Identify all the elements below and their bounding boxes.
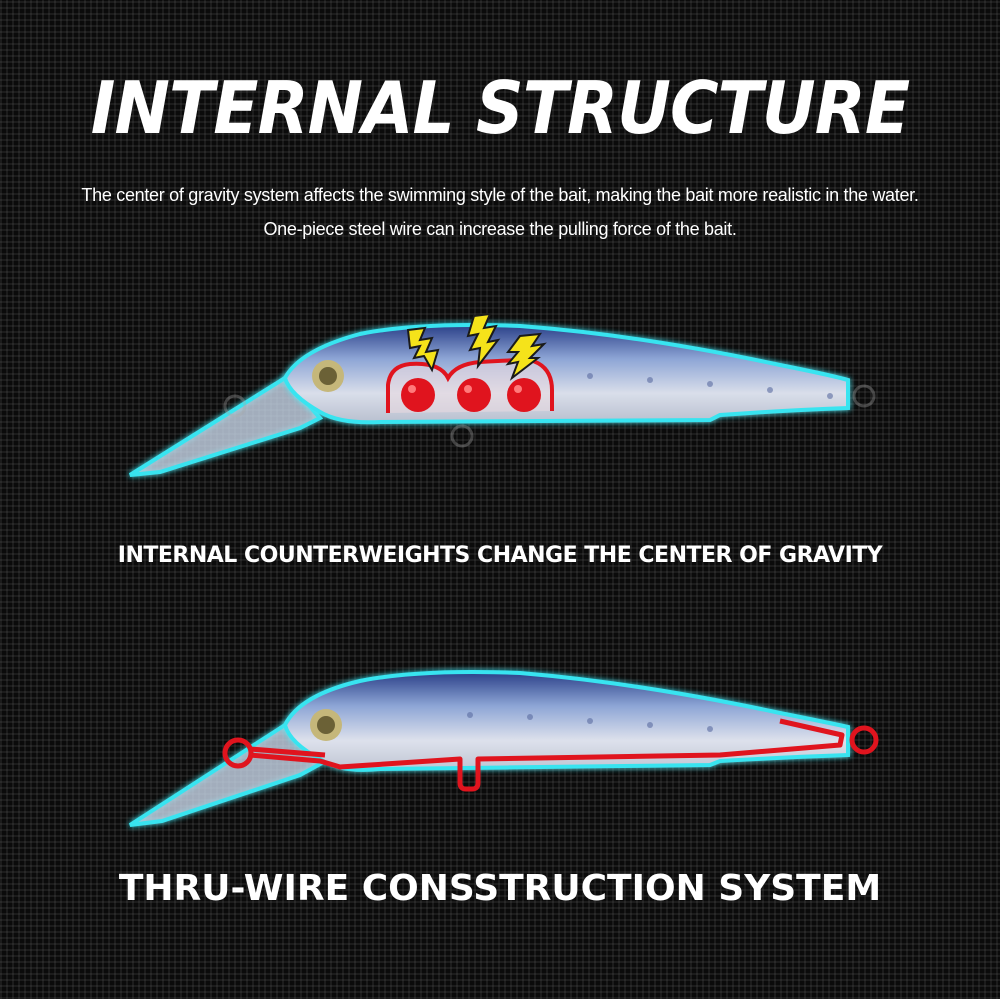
lightning-icon — [466, 312, 501, 370]
thru-wire — [249, 718, 845, 792]
lightning-icon — [505, 332, 547, 381]
lightning-icon — [406, 326, 440, 373]
weight-ball-3 — [507, 378, 541, 412]
lure-body — [282, 323, 850, 425]
page-title: INTERNAL STRUCTURE — [90, 66, 910, 150]
line-tie-eye — [222, 737, 254, 769]
lure-bill — [128, 375, 324, 477]
description-line-2: One-piece steel wire can increase the pu… — [263, 219, 737, 239]
description-line-1: The center of gravity system affects the… — [81, 185, 919, 205]
weight-ball-2 — [457, 378, 491, 412]
lure-body — [282, 670, 850, 772]
lure-thru-wire-diagram — [128, 670, 879, 827]
weight-ball-1 — [401, 378, 435, 412]
section-heading-counterweights: INTERNAL COUNTERWEIGHTS CHANGE THE CENTE… — [117, 543, 883, 568]
tail-eye — [849, 725, 879, 755]
section-heading-thru-wire: THRU-WIRE CONSSTRUCTION SYSTEM — [118, 868, 882, 909]
lure-counterweight-diagram — [128, 312, 876, 477]
